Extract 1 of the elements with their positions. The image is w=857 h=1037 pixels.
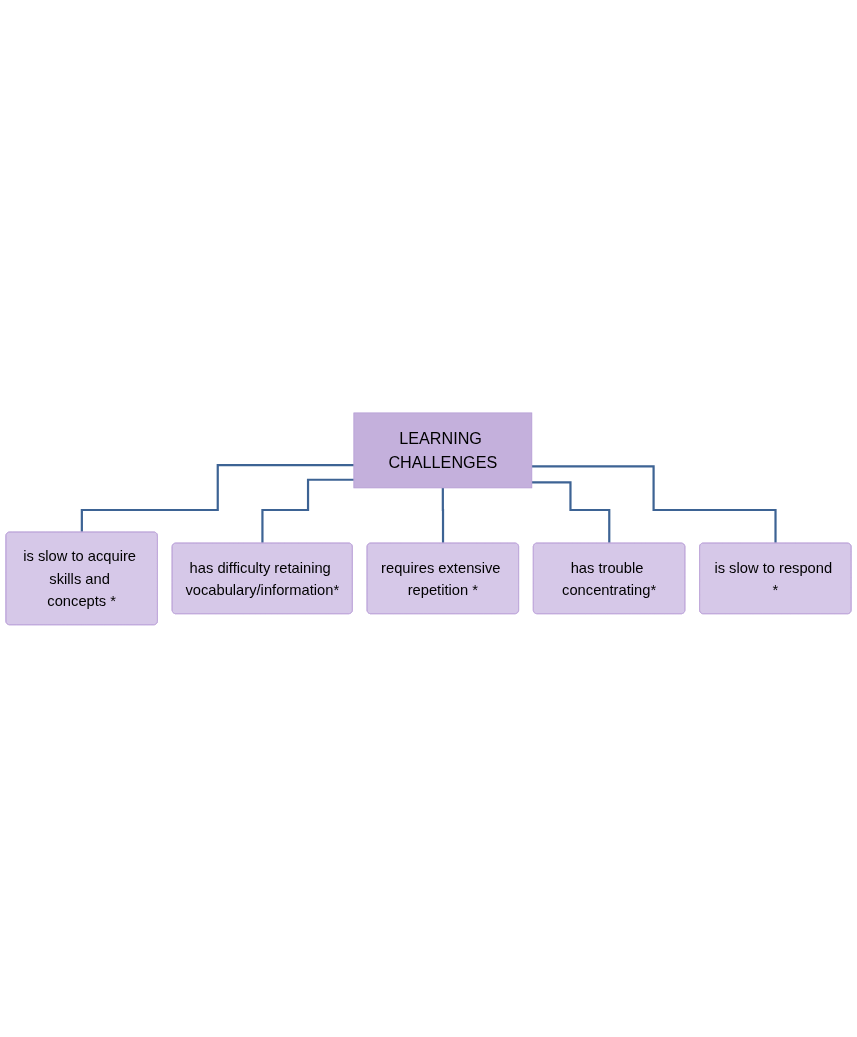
node-box: LEARNING CHALLENGES	[353, 412, 533, 488]
